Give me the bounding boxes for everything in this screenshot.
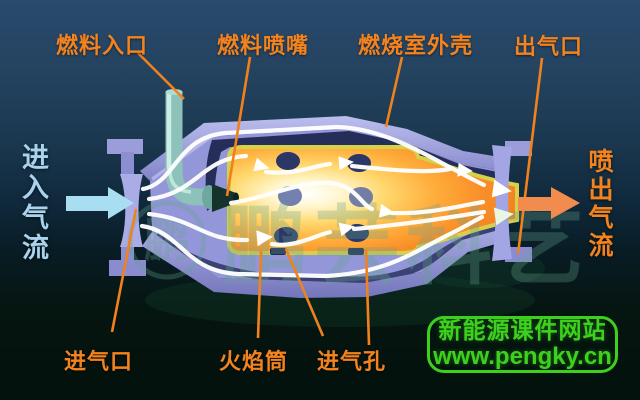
exhaust-flow-arrow-icon (518, 187, 580, 219)
leader-fuel-inlet (137, 52, 185, 100)
fuel-nozzle-cone (212, 184, 236, 212)
callout-casing: 燃烧室外壳 (358, 34, 474, 59)
inlet-ring (107, 139, 146, 276)
casing-bottom-wall (142, 228, 506, 298)
website-badge-name: 新能源课件网站 (438, 318, 607, 344)
callout-gas-outlet: 出气口 (514, 35, 584, 60)
callout-air-inlet: 进气口 (64, 350, 134, 375)
leader-casing (384, 56, 404, 128)
leader-fuel-nozzle (225, 56, 252, 197)
callout-fuel-inlet: 燃料入口 (56, 34, 149, 59)
outgoing-flow-label: 喷出气流 (585, 148, 614, 260)
outlet-ring (492, 141, 532, 262)
leader-flame-tube (256, 250, 263, 339)
leader-lines (110, 52, 544, 346)
callout-air-holes: 进气孔 (317, 350, 387, 375)
airflow-streamlines (139, 124, 487, 279)
incoming-flow-label: 进入气流 (17, 143, 48, 263)
inlet-flow-arrow-icon (66, 187, 134, 219)
leader-gas-outlet (516, 57, 544, 255)
website-badge-url: www.pengky.cn (433, 343, 612, 370)
leader-air-hole-2 (364, 248, 371, 346)
leader-air-inlet (110, 208, 138, 333)
airflow-arrowheads (253, 156, 514, 247)
callout-fuel-nozzle: 燃料喷嘴 (217, 34, 310, 59)
website-badge: 新能源课件网站 www.pengky.cn (427, 316, 618, 373)
bottom-inner-shadow (153, 224, 499, 284)
leader-air-hole-1 (284, 248, 325, 337)
callout-flame-tube: 火焰筒 (219, 350, 289, 375)
